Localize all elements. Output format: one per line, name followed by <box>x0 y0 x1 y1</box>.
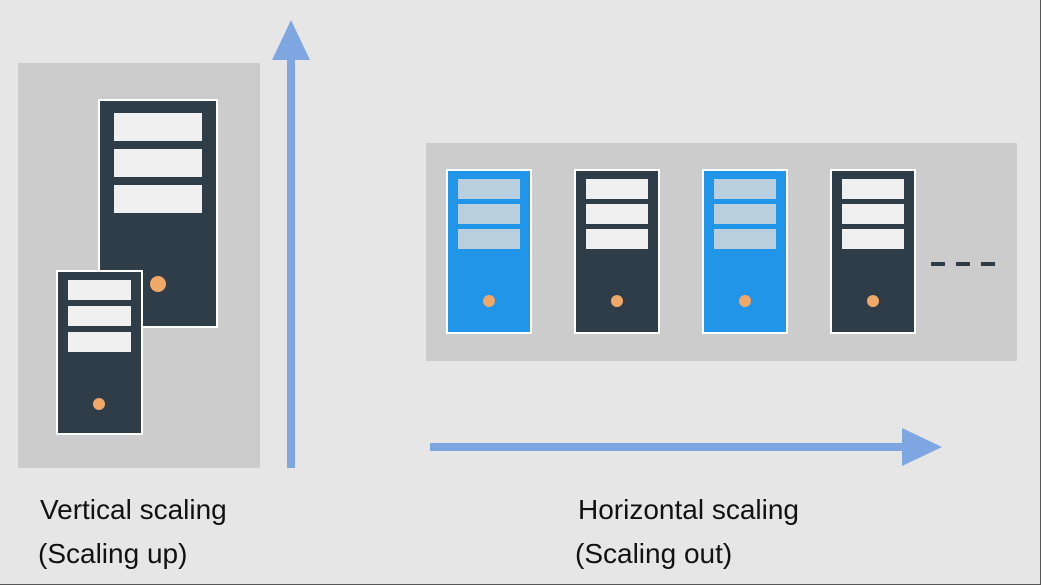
vertical-scaling-title: Vertical scaling <box>40 494 227 525</box>
horizontal-scaling-subtitle: (Scaling out) <box>575 538 733 569</box>
drive-bay <box>585 229 649 249</box>
drive-bay <box>713 179 777 199</box>
drive-bay <box>67 332 132 352</box>
drive-bay <box>113 149 203 177</box>
large-server <box>98 99 218 328</box>
drive-bay <box>113 113 203 141</box>
power-led-icon <box>739 295 751 307</box>
arrow-up-icon <box>272 20 310 468</box>
drive-bay <box>841 179 905 199</box>
server-2 <box>574 169 660 334</box>
power-led-icon <box>483 295 495 307</box>
server-1 <box>446 169 532 334</box>
drive-bay <box>841 204 905 224</box>
horizontal-scaling-title: Horizontal scaling <box>578 494 799 525</box>
power-led-icon <box>867 295 879 307</box>
drive-bay <box>457 204 521 224</box>
small-server <box>56 270 143 435</box>
server-3 <box>702 169 788 334</box>
drive-bay <box>67 280 132 300</box>
drive-bay <box>457 179 521 199</box>
drive-bay <box>585 179 649 199</box>
drive-bay <box>67 306 132 326</box>
power-led-icon <box>611 295 623 307</box>
drive-bay <box>457 229 521 249</box>
drive-bay <box>113 185 203 213</box>
vertical-scaling-subtitle: (Scaling up) <box>38 538 188 569</box>
arrow-right-icon <box>430 428 942 466</box>
power-led-icon <box>93 398 105 410</box>
power-led-icon <box>150 276 166 292</box>
server-4 <box>830 169 916 334</box>
drive-bay <box>713 229 777 249</box>
drive-bay <box>585 204 649 224</box>
drive-bay <box>713 204 777 224</box>
drive-bay <box>841 229 905 249</box>
